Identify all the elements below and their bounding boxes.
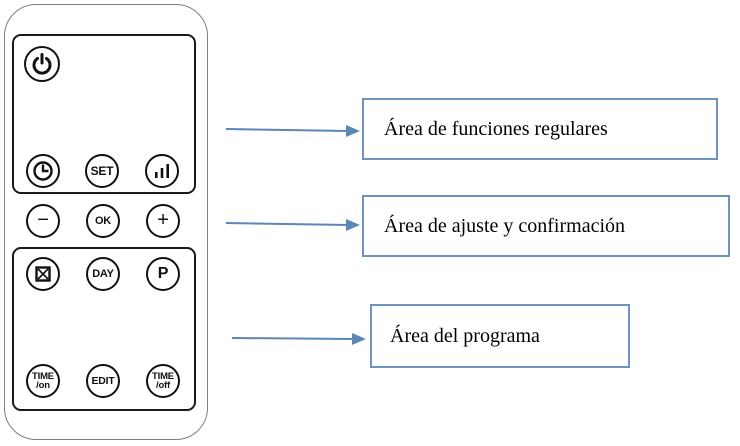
- program-panel: [12, 247, 196, 411]
- program-p-button[interactable]: P: [146, 257, 180, 291]
- window-icon: [35, 266, 51, 282]
- regular-functions-panel: [12, 34, 196, 194]
- minus-label: −: [37, 209, 49, 231]
- arrow-adjust-confirm: [226, 219, 360, 231]
- power-button[interactable]: [24, 46, 60, 82]
- set-label: SET: [90, 164, 114, 178]
- ok-label: OK: [94, 215, 112, 227]
- p-label: P: [157, 265, 169, 282]
- regular-functions-label: Área de funciones regulares: [384, 117, 608, 140]
- arrow-program: [232, 333, 366, 345]
- power-icon: [32, 53, 52, 75]
- time-off-label: TIME /off: [152, 371, 174, 391]
- regular-functions-label-box: Área de funciones regulares: [362, 98, 718, 160]
- arrow-regular-functions: [226, 125, 360, 137]
- signal-bars-icon: [155, 164, 169, 178]
- level-button[interactable]: [145, 154, 179, 188]
- set-button[interactable]: SET: [85, 154, 119, 188]
- minus-button[interactable]: −: [26, 204, 60, 238]
- edit-label: EDIT: [91, 375, 115, 387]
- day-button[interactable]: DAY: [86, 257, 120, 291]
- time-off-button[interactable]: TIME /off: [146, 364, 180, 398]
- ok-button[interactable]: OK: [86, 204, 120, 238]
- adjust-confirm-label-box: Área de ajuste y confirmación: [362, 195, 730, 257]
- program-area-label: Área del programa: [390, 324, 540, 347]
- day-label: DAY: [92, 268, 114, 280]
- adjust-confirm-label: Área de ajuste y confirmación: [384, 214, 626, 237]
- time-on-label: TIME /on: [32, 371, 54, 391]
- plus-label: +: [157, 209, 169, 231]
- plus-button[interactable]: +: [146, 204, 180, 238]
- clock-button[interactable]: [26, 154, 60, 188]
- clock-icon: [33, 161, 53, 181]
- time-on-button[interactable]: TIME /on: [26, 364, 60, 398]
- edit-button[interactable]: EDIT: [86, 364, 120, 398]
- window-button[interactable]: [26, 257, 60, 291]
- program-area-label-box: Área del programa: [370, 304, 630, 368]
